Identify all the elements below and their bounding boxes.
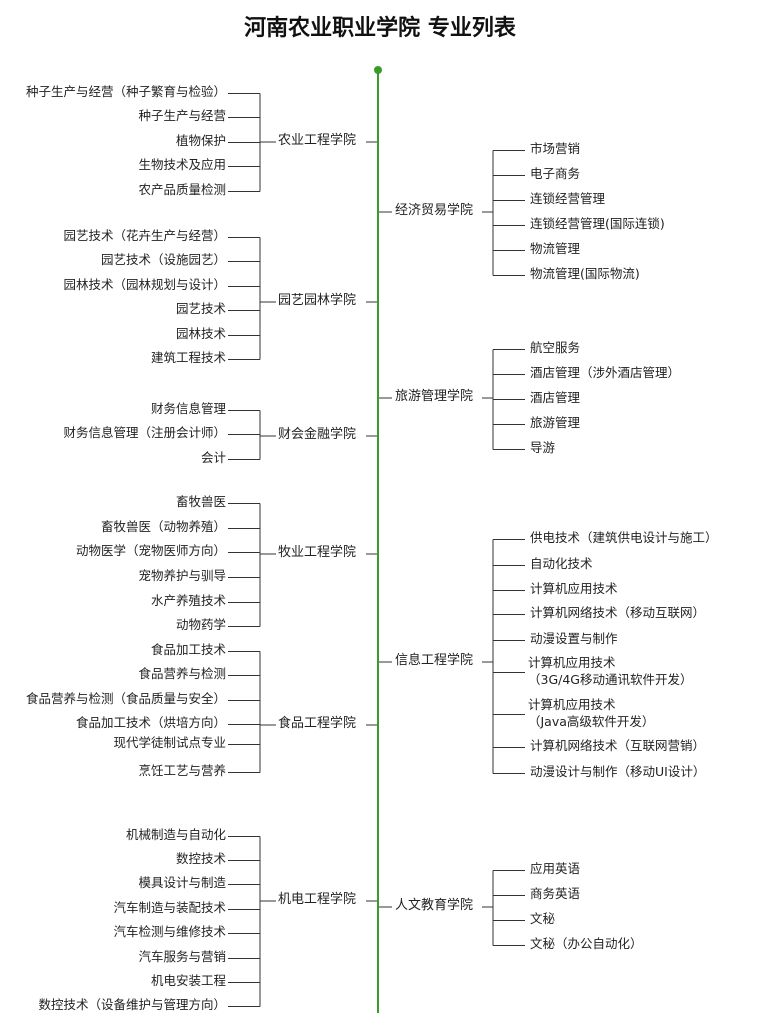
major-item: 食品营养与检测（食品质量与安全） (25, 691, 226, 706)
major-item: 财务信息管理 (150, 401, 226, 416)
major-item: 计算机网络技术（移动互联网） (530, 605, 706, 620)
major-item: 酒店管理（涉外酒店管理） (530, 365, 681, 380)
college-label: 旅游管理学院 (395, 389, 474, 404)
major-item: 汽车服务与营销 (138, 949, 226, 964)
major-item: 动物药学 (175, 617, 226, 632)
page-title: 河南农业职业学院 专业列表 (244, 16, 516, 41)
major-item: 数控技术 (175, 851, 226, 866)
major-item: 食品营养与检测 (138, 666, 226, 681)
major-item: 连锁经营管理 (530, 191, 606, 206)
major-item: 烹饪工艺与营养 (138, 763, 226, 778)
major-item: 商务英语 (530, 886, 581, 901)
major-item: 会计 (200, 450, 226, 465)
college-label: 经济贸易学院 (395, 203, 474, 218)
major-item: 汽车检测与维修技术 (113, 924, 226, 939)
major-item: 导游 (530, 440, 556, 455)
major-item: 园艺技术（设施园艺） (100, 252, 226, 267)
major-item: 应用英语 (530, 861, 581, 876)
major-item: 动物医学（宠物医师方向） (75, 543, 226, 558)
central-spine (377, 69, 379, 1013)
major-item: 动漫设置与制作 (530, 631, 618, 646)
major-item: 园艺技术 (175, 301, 226, 316)
major-item: 计算机应用技术 (530, 581, 618, 596)
major-item: 生物技术及应用 (138, 157, 226, 172)
root-node (374, 66, 382, 74)
college-label: 农业工程学院 (278, 133, 357, 148)
major-item: 计算机应用技术 （Java高级软件开发） (528, 697, 655, 729)
college-label: 机电工程学院 (278, 892, 357, 907)
college-label: 财会金融学院 (278, 427, 357, 442)
major-item: 水产养殖技术 (150, 593, 226, 608)
college-label: 信息工程学院 (395, 653, 474, 668)
major-item: 财务信息管理（注册会计师） (63, 425, 226, 440)
college-label: 园艺园林学院 (278, 293, 357, 308)
major-item: 酒店管理 (530, 390, 581, 405)
major-item: 农产品质量检测 (138, 182, 226, 197)
major-item: 现代学徒制试点专业 (113, 735, 226, 750)
major-item: 植物保护 (175, 133, 226, 148)
major-item: 模具设计与制造 (138, 875, 226, 890)
major-item: 电子商务 (530, 166, 581, 181)
major-item: 旅游管理 (530, 415, 581, 430)
major-item: 连锁经营管理(国际连锁) (530, 216, 665, 231)
major-item: 畜牧兽医 (175, 494, 226, 509)
major-item: 数控技术（设备维护与管理方向） (38, 997, 226, 1012)
major-item: 园艺技术（花卉生产与经营） (63, 228, 226, 243)
major-item: 计算机应用技术 （3G/4G移动通讯软件开发） (528, 655, 693, 687)
major-item: 汽车制造与装配技术 (113, 900, 226, 915)
major-item: 园林技术 (175, 326, 226, 341)
major-item: 物流管理 (530, 241, 581, 256)
major-item: 机械制造与自动化 (125, 827, 226, 842)
major-item: 动漫设计与制作（移动UI设计） (530, 764, 706, 779)
major-item: 物流管理(国际物流) (530, 266, 640, 281)
major-item: 航空服务 (530, 340, 581, 355)
major-item: 计算机网络技术（互联网营销） (530, 738, 706, 753)
college-label: 人文教育学院 (395, 898, 474, 913)
major-item: 食品加工技术（烘培方向） (75, 715, 226, 730)
major-item: 畜牧兽医（动物养殖） (100, 519, 226, 534)
major-item: 建筑工程技术 (150, 350, 226, 365)
major-item: 机电安装工程 (150, 973, 226, 988)
major-item: 市场营销 (530, 141, 581, 156)
college-label: 牧业工程学院 (278, 545, 357, 560)
major-item: 宠物养护与驯导 (138, 568, 226, 583)
major-item: 自动化技术 (530, 556, 593, 571)
college-label: 食品工程学院 (278, 716, 357, 731)
major-item: 园林技术（园林规划与设计） (63, 277, 226, 292)
major-item: 种子生产与经营（种子繁育与检验） (25, 84, 226, 99)
major-item: 文秘（办公自动化） (530, 936, 643, 951)
major-item: 食品加工技术 (150, 642, 226, 657)
major-item: 种子生产与经营 (138, 108, 226, 123)
major-item: 供电技术（建筑供电设计与施工） (530, 530, 718, 545)
major-item: 文秘 (530, 911, 556, 926)
